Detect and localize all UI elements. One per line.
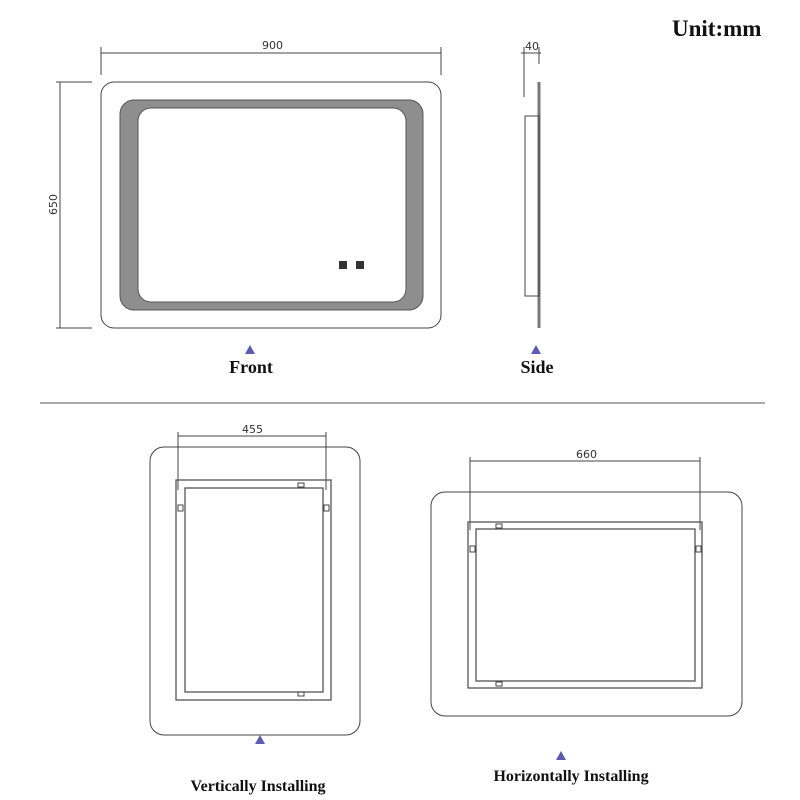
unit-label: Unit:mm — [672, 16, 761, 41]
side-label: Side — [520, 357, 553, 377]
width-dimension: 900 — [262, 39, 283, 52]
mirror-glass — [137, 107, 407, 303]
vertical-bracket-dimension: 455 — [242, 423, 263, 436]
front-label: Front — [229, 357, 273, 377]
marker-triangle-icon — [255, 735, 265, 744]
side-view: 40 Side — [520, 40, 553, 377]
vertical-install-view: 455 Vertically Installing — [149, 423, 361, 795]
marker-triangle-icon — [245, 345, 255, 354]
depth-dimension: 40 — [525, 40, 539, 53]
marker-triangle-icon — [531, 345, 541, 354]
touch-switch-icon — [339, 261, 347, 269]
horizontal-label: Horizontally Installing — [493, 768, 648, 785]
mirror-outline — [100, 81, 442, 329]
horizontal-install-view: 660 Horizontally Installing — [430, 448, 743, 785]
vertical-label: Vertically Installing — [191, 778, 326, 795]
height-dimension: 650 — [47, 194, 60, 215]
horizontal-bracket-dimension: 660 — [576, 448, 597, 461]
touch-switch-icon — [356, 261, 364, 269]
marker-triangle-icon — [556, 751, 566, 760]
front-view: 900 650 Front — [47, 39, 442, 377]
